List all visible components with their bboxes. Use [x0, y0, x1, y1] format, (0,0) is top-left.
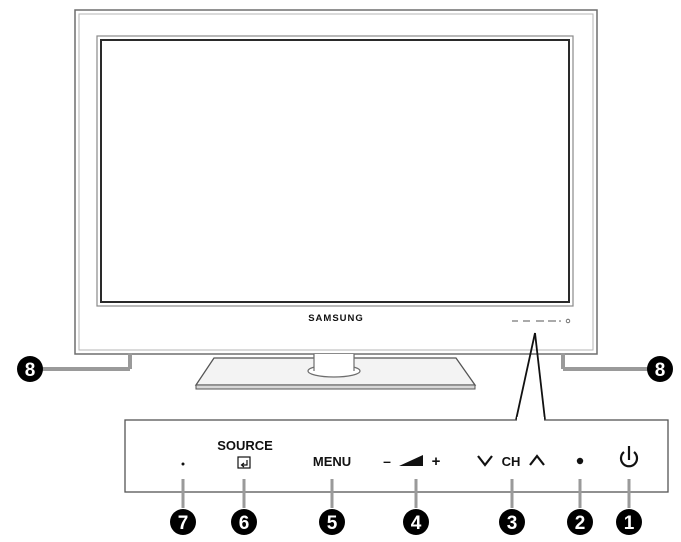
- stand-base-front: [195, 384, 476, 390]
- svg-text:8: 8: [25, 360, 36, 381]
- svg-text:5: 5: [327, 513, 338, 534]
- volume-down-button[interactable]: –: [383, 453, 391, 469]
- callout-2: 2: [567, 509, 593, 535]
- power-indicator-dot: [576, 457, 584, 465]
- zoom-line-left: [515, 332, 536, 421]
- callout-7: 7: [170, 509, 196, 535]
- source-enter-icon: [237, 456, 251, 469]
- callout-8-right: 8: [647, 356, 673, 382]
- volume-ramp-icon: [399, 455, 423, 466]
- callout-8-left: 8: [17, 356, 43, 382]
- channel-down-icon[interactable]: [477, 455, 493, 467]
- stand-neck-front: [314, 354, 354, 371]
- tv-bezel-inner-edge: [78, 13, 594, 351]
- power-icon[interactable]: [619, 446, 639, 468]
- svg-text:8: 8: [655, 360, 666, 381]
- svg-text:2: 2: [575, 513, 586, 534]
- tv-screen-frame: [96, 35, 574, 307]
- svg-text:6: 6: [239, 513, 250, 534]
- bezel-power-mark: [565, 318, 571, 324]
- callout-6: 6: [231, 509, 257, 535]
- channel-label: CH: [502, 454, 521, 469]
- volume-up-button[interactable]: +: [432, 453, 441, 470]
- remote-sensor-dot: [181, 462, 185, 466]
- callout-5: 5: [319, 509, 345, 535]
- zoom-line-right: [534, 332, 546, 421]
- callout-3: 3: [499, 509, 525, 535]
- bezel-strip-dot: [559, 320, 561, 322]
- zoom-gap: [517, 417, 544, 423]
- callout-1: 1: [616, 509, 642, 535]
- brand-logo: SAMSUNG: [308, 313, 364, 324]
- svg-text:1: 1: [624, 513, 635, 534]
- source-button[interactable]: SOURCE: [217, 438, 273, 453]
- svg-text:4: 4: [411, 513, 422, 534]
- menu-button[interactable]: MENU: [313, 454, 351, 469]
- tv-screen: [100, 39, 570, 303]
- channel-up-icon[interactable]: [529, 454, 545, 466]
- callout-4: 4: [403, 509, 429, 535]
- control-panel: [124, 419, 669, 493]
- svg-text:3: 3: [507, 513, 518, 534]
- bezel-control-strip: [512, 318, 571, 324]
- svg-text:7: 7: [178, 513, 189, 534]
